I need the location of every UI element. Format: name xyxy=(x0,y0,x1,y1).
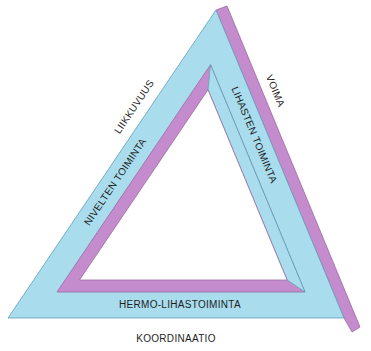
band-label: HERMO-LIHASTOIMINTA xyxy=(116,299,245,311)
band-text-box: HERMO-LIHASTOIMINTA xyxy=(116,296,245,314)
side-label: KOORDINAATIO xyxy=(133,330,219,348)
outer-blue-triangle xyxy=(8,10,344,318)
inner-hole xyxy=(80,90,288,280)
side-label-text: KOORDINAATIO xyxy=(133,333,219,345)
inner-purple-face xyxy=(57,65,305,292)
